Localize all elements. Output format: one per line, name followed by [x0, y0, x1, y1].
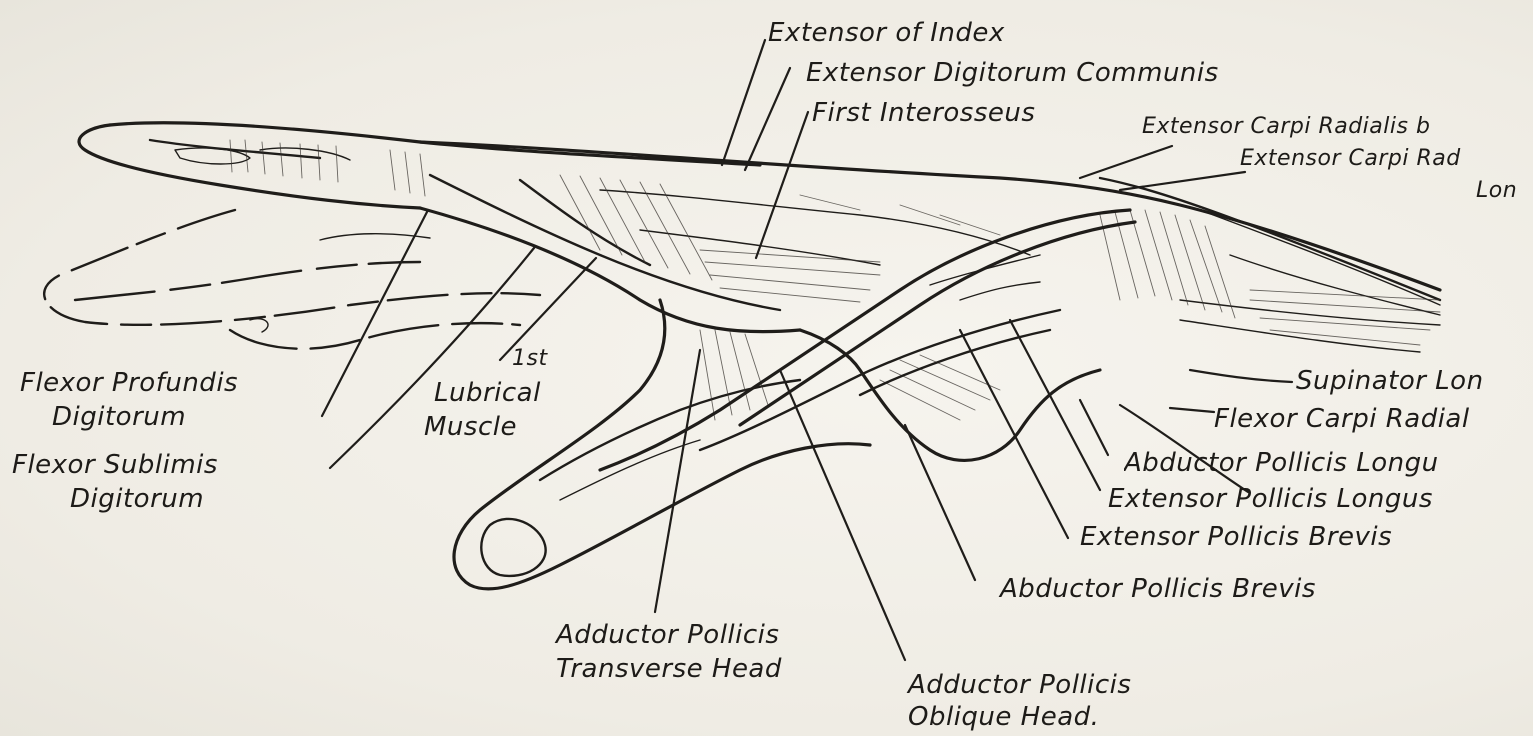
label-flexor-carpi-radialis: Flexor Carpi Radial: [1214, 404, 1530, 434]
label-extensor-digitorum-communis: Extensor Digitorum Communis: [806, 58, 1219, 88]
label-adductor-pollicis-oblique-head: Oblique Head.: [908, 702, 1099, 732]
label-extensor-carpi-radialis-longus: Extensor Carpi Rad: [1240, 144, 1530, 174]
palm-muscles: [420, 175, 1030, 332]
label-extensor-pollicis-brevis: Extensor Pollicis Brevis: [1080, 522, 1392, 552]
label-extensor-of-index: Extensor of Index: [768, 18, 1005, 48]
thumb-tendons: [600, 210, 1135, 470]
label-flexor-sublimis: Flexor Sublimis: [12, 450, 218, 480]
label-flexor-sublimis-cont: Digitorum: [70, 484, 204, 514]
label-first-interosseus: First Interosseus: [812, 98, 1035, 128]
label-lubrical: Lubrical: [434, 378, 541, 408]
label-extensor-carpi-radialis-longus-cont: Lon: [1476, 176, 1530, 206]
label-adductor-pollicis-transverse: Adductor Pollicis: [556, 620, 779, 650]
label-extensor-carpi-radialis-brevis: Extensor Carpi Radialis b: [1142, 112, 1530, 142]
label-lubrical-muscle: Muscle: [424, 412, 517, 442]
label-adductor-pollicis-oblique: Adductor Pollicis: [908, 670, 1131, 700]
label-supinator-longus: Supinator Lon: [1296, 366, 1530, 396]
thumb: [454, 300, 1100, 589]
label-abductor-pollicis-longus: Abductor Pollicis Longu: [1124, 448, 1530, 478]
label-extensor-pollicis-longus: Extensor Pollicis Longus: [1108, 484, 1530, 514]
label-adductor-pollicis-transverse-head: Transverse Head: [556, 654, 782, 684]
label-lubrical-ordinal: 1st: [512, 344, 548, 374]
label-flexor-profundis-cont: Digitorum: [52, 402, 186, 432]
label-flexor-profundis: Flexor Profundis: [20, 368, 238, 398]
label-abductor-pollicis-brevis: Abductor Pollicis Brevis: [1000, 574, 1316, 604]
